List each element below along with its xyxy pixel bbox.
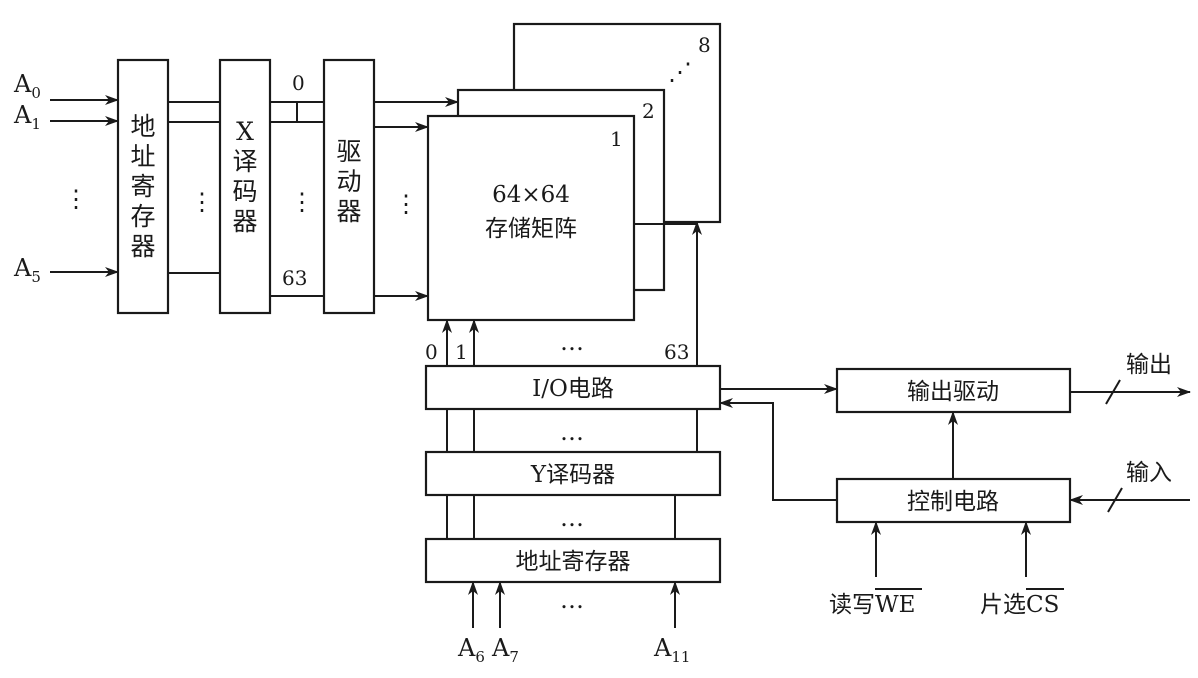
svg-text:片选: 片选 xyxy=(980,592,1026,618)
plane-number-8: 8 xyxy=(698,33,711,57)
svg-text:地: 地 xyxy=(130,112,155,141)
control-circuit xyxy=(835,477,1072,524)
address-register-y-label: 地址寄存器 xyxy=(516,549,631,575)
bus-slash-output xyxy=(1105,379,1121,405)
control-circuit-label: 控制电路 xyxy=(907,489,999,515)
svg-text:寄: 寄 xyxy=(130,172,155,201)
ellipsis-a-inputs: ⋮ xyxy=(64,185,88,213)
plane-number-2: 2 xyxy=(642,99,655,123)
io-circuit xyxy=(424,364,722,411)
output-driver-label: 输出驱动 xyxy=(907,379,999,405)
svg-text:址: 址 xyxy=(130,142,155,171)
label-x-line-63: 63 xyxy=(282,266,307,290)
ellipsis-xdec-drv: ⋮ xyxy=(290,188,314,216)
label-col-63: 63 xyxy=(664,340,689,364)
ellipsis-reg-xdec: ⋮ xyxy=(190,188,214,216)
arrow-control-io xyxy=(719,398,837,501)
cs-signal: CS xyxy=(1026,592,1059,618)
svg-text:动: 动 xyxy=(336,167,361,196)
label-write-enable: 读写 WE xyxy=(829,588,922,618)
label-a0: A0 xyxy=(13,70,41,102)
label-a7: A7 xyxy=(491,634,519,666)
memory-matrix-size: 64×64 xyxy=(492,182,570,208)
ellipsis-io-ydec: … xyxy=(560,418,584,446)
y-decoder xyxy=(424,450,722,497)
label-col-1: 1 xyxy=(455,340,468,364)
svg-text:器: 器 xyxy=(130,232,155,261)
y-decoder-label: Y译码器 xyxy=(530,462,615,488)
ellipsis-drv-matrix: ⋮ xyxy=(394,190,418,218)
we-signal: WE xyxy=(875,592,915,618)
driver-label: 驱 动 器 xyxy=(336,137,361,226)
ellipsis-cols: … xyxy=(560,328,584,356)
label-x-line-0: 0 xyxy=(292,71,305,95)
svg-text:器: 器 xyxy=(232,207,257,236)
address-register-x-label: 地 址 寄 存 器 xyxy=(130,112,155,261)
label-input: 输入 xyxy=(1126,460,1172,486)
address-register-y xyxy=(424,537,722,584)
address-inputs-x: A0 A1 ⋮ A5 xyxy=(13,70,119,286)
label-output: 输出 xyxy=(1126,352,1172,378)
x-decoder xyxy=(218,58,272,315)
address-inputs-y: … A6 A7 A11 xyxy=(457,581,690,666)
svg-text:驱: 驱 xyxy=(336,137,361,166)
plane-number-1: 1 xyxy=(610,127,623,151)
driver xyxy=(322,58,376,315)
ellipsis-a-y-inputs: … xyxy=(560,586,584,614)
svg-text:译: 译 xyxy=(232,147,257,176)
label-chip-select: 片选 CS xyxy=(980,588,1064,618)
memory-matrix xyxy=(426,114,636,322)
bus-slash-input xyxy=(1107,487,1123,513)
label-a1: A1 xyxy=(13,101,41,133)
svg-text:存: 存 xyxy=(130,202,155,231)
svg-text:器: 器 xyxy=(336,197,361,226)
ellipsis-ydec-reg: … xyxy=(560,504,584,532)
svg-text:码: 码 xyxy=(232,177,257,206)
x-decoder-label: X 译 码 器 xyxy=(232,117,257,236)
address-register-x xyxy=(116,58,170,315)
label-a5: A5 xyxy=(13,254,41,286)
svg-text:X: X xyxy=(236,117,254,146)
svg-text:读写: 读写 xyxy=(829,592,875,618)
ellipsis-planes: ⋰ xyxy=(668,58,692,86)
memory-matrix-label: 存储矩阵 xyxy=(485,216,577,242)
io-circuit-label: I/O电路 xyxy=(532,376,614,402)
label-a6: A6 xyxy=(457,634,485,666)
label-col-0: 0 xyxy=(425,340,438,364)
label-a11: A11 xyxy=(653,634,690,666)
